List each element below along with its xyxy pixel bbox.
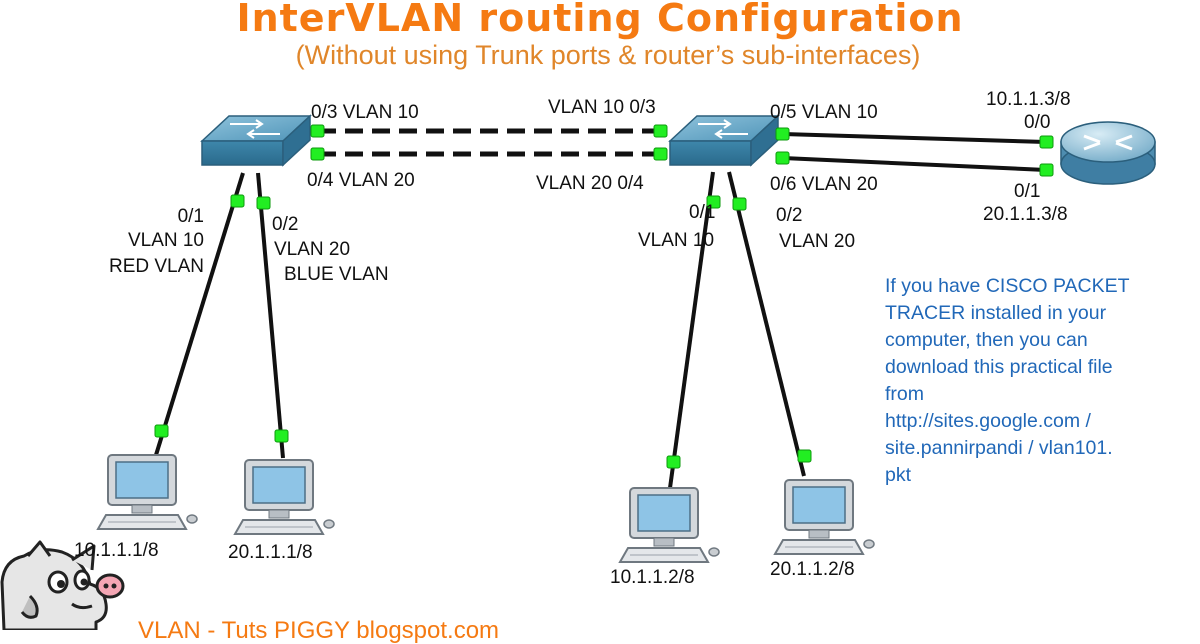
link-lines — [154, 128, 1047, 489]
info-link-line[interactable]: site.pannirpandi / vlan101. — [885, 437, 1113, 459]
sw1-port-01-vlan: VLAN 10 — [127, 230, 204, 251]
sw1-port-01-vlan-name: RED VLAN — [108, 256, 204, 277]
info-line: computer, then you can — [885, 329, 1088, 351]
info-link-line[interactable]: http://sites.google.com / — [885, 410, 1091, 432]
sw2-port-06-label: 0/6 VLAN 20 — [770, 174, 878, 195]
info-line: TRACER installed in your — [885, 302, 1107, 324]
network-diagram — [0, 114, 1156, 630]
port-led — [310, 147, 325, 161]
port-led — [775, 127, 790, 141]
port-indicators — [154, 124, 1054, 469]
sw1-port-02-vlan: VLAN 20 — [274, 239, 351, 260]
info-link-line[interactable]: pkt — [885, 464, 912, 486]
diagram-title: InterVLAN routing Configuration — [236, 0, 964, 40]
sw2-port-01-vlan: VLAN 10 — [638, 230, 715, 251]
download-info-text: If you have CISCO PACKET TRACER installe… — [885, 273, 1197, 489]
pc-1-icon — [97, 454, 198, 530]
switch-left — [200, 114, 312, 167]
router-icon — [1060, 121, 1156, 163]
sw2-port-02-vlan: VLAN 20 — [779, 231, 856, 252]
router-if-00-name: 0/0 — [1024, 112, 1051, 133]
sw2-port-05-label: 0/5 VLAN 10 — [770, 102, 878, 123]
sw1-port-01-label: 0/1 VLAN 10 RED VLAN — [100, 206, 204, 280]
port-led — [732, 197, 747, 211]
port-led — [775, 151, 790, 165]
diagram-subtitle: (Without using Trunk ports & router’s su… — [295, 40, 921, 70]
link-sw1-pc2 — [256, 172, 285, 459]
sw1-port-04-label: 0/4 VLAN 20 — [307, 170, 415, 191]
footer-caption: VLAN - Tuts PIGGY blogspot.com — [138, 617, 500, 644]
port-led — [1039, 163, 1054, 177]
port-led — [653, 124, 668, 138]
pc-4-ip: 20.1.1.2/8 — [770, 559, 855, 580]
port-led — [653, 147, 668, 161]
sw2-port-01-name: 0/1 — [689, 202, 716, 223]
link-sw2-router-vlan20 — [782, 156, 1047, 172]
sw2-port-04-label: VLAN 20 0/4 — [536, 173, 644, 194]
router-if-01-name: 0/1 — [1014, 181, 1041, 202]
port-led — [230, 194, 245, 208]
info-line: from — [885, 383, 924, 405]
pc-2-ip: 20.1.1.1/8 — [228, 542, 313, 563]
pc-4-icon — [774, 479, 875, 555]
port-led — [1039, 135, 1054, 149]
info-line: download this practical file — [885, 356, 1113, 378]
link-sw2-pc4 — [727, 171, 806, 477]
info-line: If you have CISCO PACKET — [885, 275, 1130, 297]
sw2-port-03-label: VLAN 10 0/3 — [548, 97, 656, 118]
sw2-port-02-name: 0/2 — [776, 205, 803, 226]
port-led — [666, 455, 681, 469]
port-led — [274, 429, 289, 443]
port-led — [256, 196, 271, 210]
port-led — [706, 195, 721, 209]
port-led — [797, 449, 812, 463]
pc-3-icon — [619, 487, 720, 563]
router — [1060, 121, 1156, 185]
switch-right — [668, 114, 780, 167]
router-if-01-ip: 20.1.1.3/8 — [983, 204, 1068, 225]
sw1-port-03-label: 0/3 VLAN 10 — [311, 102, 419, 123]
sw1-port-01-name: 0/1 — [177, 206, 204, 227]
link-sw1-pc1 — [154, 172, 245, 456]
link-sw2-router-vlan10 — [782, 132, 1047, 144]
pc-3-ip: 10.1.1.2/8 — [610, 567, 695, 588]
pig-mascot-icon — [0, 540, 125, 630]
port-led — [310, 124, 325, 138]
router-if-00-ip: 10.1.1.3/8 — [986, 89, 1071, 110]
pc-2-icon — [234, 459, 335, 535]
pc-1-ip: 10.1.1.1/8 — [74, 540, 159, 561]
sw1-port-02-name: 0/2 — [272, 214, 299, 235]
port-led — [154, 424, 169, 438]
link-sw2-pc3 — [668, 171, 715, 489]
sw1-port-02-vlan-name: BLUE VLAN — [284, 264, 389, 285]
